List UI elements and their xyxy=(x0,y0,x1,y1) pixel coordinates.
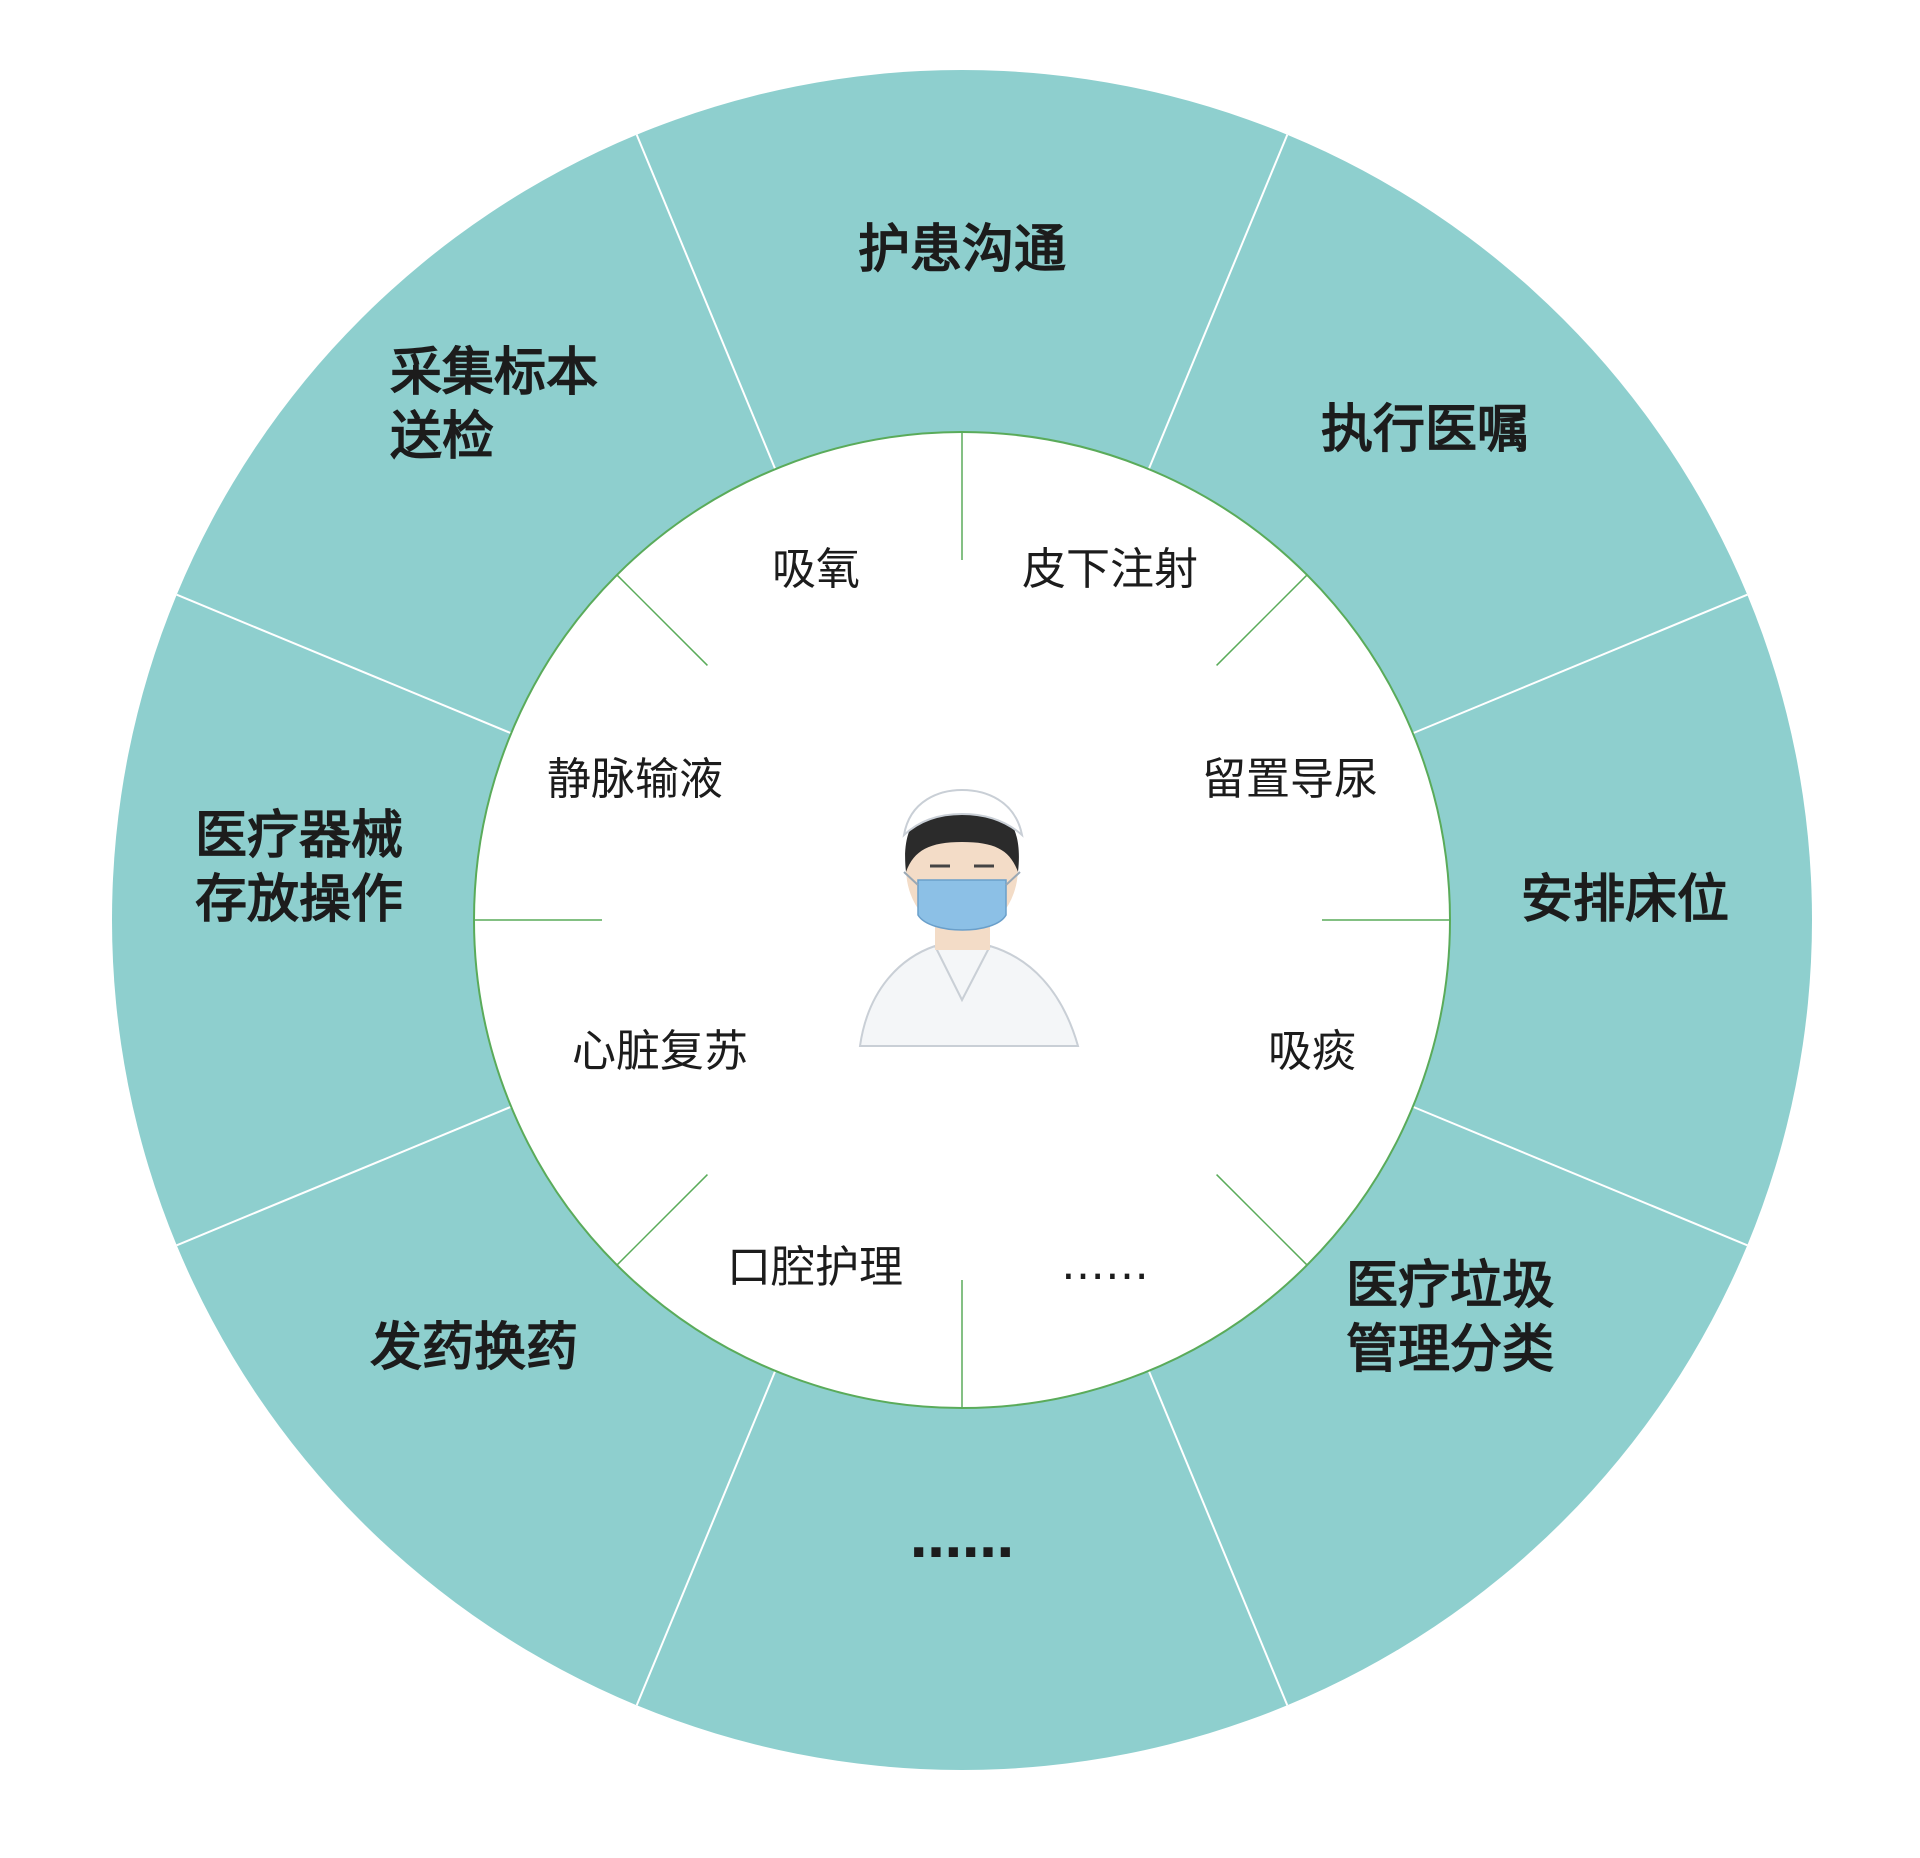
inner-label-0: 皮下注射 xyxy=(1022,544,1198,595)
inner-label-1: 留置导尿 xyxy=(1202,754,1378,805)
outer-label-6: 医疗器械 存放操作 xyxy=(195,806,404,930)
outer-label-4: …… xyxy=(910,1510,1014,1570)
outer-divider-0 xyxy=(635,134,777,470)
inner-dividers xyxy=(474,432,1450,1408)
inner-label-5: 心脏复苏 xyxy=(572,1026,748,1077)
inner-label-2: 吸痰 xyxy=(1268,1026,1356,1077)
inner-divider-7 xyxy=(616,574,708,666)
inner-label-6: 静脉输液 xyxy=(547,754,723,805)
outer-label-5: 发药换药 xyxy=(369,1318,578,1378)
outer-label-0: 护患沟通 xyxy=(857,220,1066,280)
inner-label-3: …… xyxy=(1061,1239,1149,1290)
outer-label-1: 执行医嘱 xyxy=(1320,400,1529,460)
inner-label-7: 吸氧 xyxy=(772,544,860,595)
inner-divider-5 xyxy=(616,1174,708,1266)
inner-divider-1 xyxy=(1216,574,1308,666)
outer-label-3: 医疗垃圾 管理分类 xyxy=(1345,1256,1554,1380)
outer-label-2: 安排床位 xyxy=(1520,870,1729,930)
outer-divider-3 xyxy=(1412,1105,1748,1247)
inner-divider-3 xyxy=(1216,1174,1308,1266)
inner-label-4: 口腔护理 xyxy=(727,1242,903,1293)
nurse-with-mask-icon xyxy=(858,788,1080,1047)
outer-divider-7 xyxy=(176,593,512,735)
outer-divider-1 xyxy=(1147,134,1289,470)
outer-divider-4 xyxy=(1147,1370,1289,1706)
outer-dividers xyxy=(176,134,1748,1706)
outer-divider-2 xyxy=(1412,593,1748,735)
outer-divider-5 xyxy=(635,1370,777,1706)
outer-divider-6 xyxy=(176,1105,512,1247)
outer-label-7: 采集标本 送检 xyxy=(390,343,599,467)
